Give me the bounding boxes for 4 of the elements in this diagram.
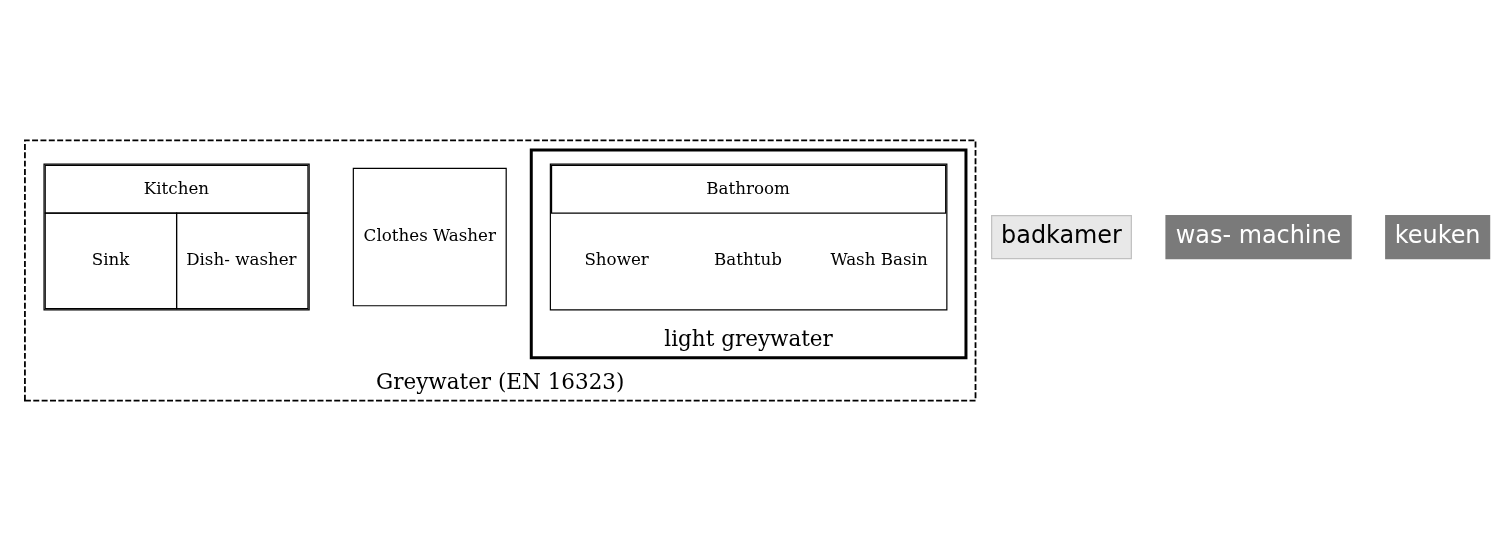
node-box: keuken <box>1384 214 1490 260</box>
node-box: Clothes Washer <box>352 167 507 307</box>
node-box: badkamer <box>990 214 1132 260</box>
node-box: was- machine <box>1164 214 1352 260</box>
